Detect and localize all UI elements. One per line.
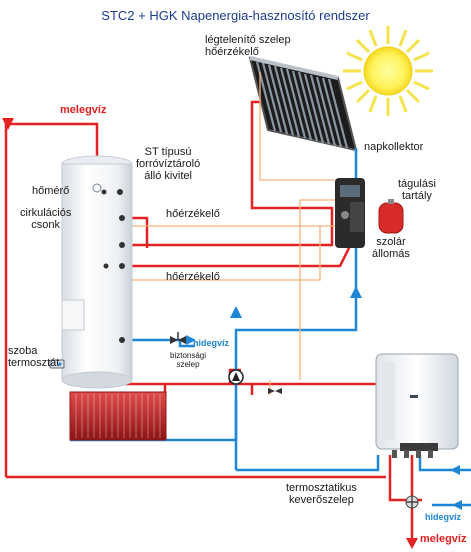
safety-valve-label: biztonsági szelep — [170, 351, 206, 369]
cold-water-arrow-bottom — [452, 500, 462, 510]
mixing-valve-line1: termosztatikus — [286, 482, 357, 494]
tank-label: ST típusú forróvíztároló álló kivitel — [136, 146, 200, 182]
air-valve-label-line1: légtelenítő szelep — [205, 34, 291, 46]
room-thermostat-label: szoba termosztát — [8, 345, 59, 369]
mixing-valve-label: termosztatikus keverőszelep — [286, 482, 357, 506]
safety-valve-line1: biztonsági — [170, 351, 207, 360]
sensor-label-mid: hőérzékelő — [166, 208, 220, 220]
sensor-label-low: hőérzékelő — [166, 271, 220, 283]
collector-label: napkollektor — [364, 141, 424, 153]
safety-valve-line2: szelep — [176, 360, 200, 369]
hot-water-label-top: melegvíz — [60, 104, 107, 116]
boiler — [375, 353, 459, 458]
mixing-valve-line2: keverőszelep — [289, 494, 354, 506]
expansion-tank — [378, 199, 404, 234]
solar-station-line2: állomás — [372, 248, 410, 260]
storage-tank — [61, 155, 133, 389]
sun-icon — [343, 26, 433, 116]
diagram-title: STC2 + HGK Napenergia-hasznosító rendsze… — [101, 8, 370, 23]
room-thermostat-line1: szoba — [8, 345, 38, 357]
safety-valve-icon — [170, 332, 186, 344]
circulation-label-line1: cirkulációs — [20, 207, 72, 219]
solar-station — [335, 178, 365, 248]
circulation-pump-icon — [228, 369, 244, 385]
thermometer-label: hőmérő — [32, 185, 70, 197]
check-valve-icon — [268, 388, 282, 394]
hot-water-label-bottom: melegvíz — [420, 533, 467, 545]
tank-label-line1: ST típusú — [144, 146, 192, 158]
cold-water-label-mid: hidegvíz — [193, 338, 230, 348]
cold-arrows — [186, 286, 460, 475]
solar-station-line1: szolár — [376, 236, 406, 248]
expansion-label-line2: tartály — [401, 190, 432, 202]
expansion-tank-label: tágulási tartály — [398, 178, 436, 202]
cold-water-label-bottom: hidegvíz — [425, 512, 462, 522]
hot-water-arrow-top — [2, 118, 14, 130]
expansion-label-line1: tágulási — [398, 178, 436, 190]
circulation-label: cirkulációs csonk — [20, 207, 71, 231]
circulation-label-line2: csonk — [31, 219, 61, 231]
sensor-wires — [122, 72, 335, 395]
radiator — [69, 391, 167, 441]
solar-station-label: szolár állomás — [372, 236, 410, 260]
tank-label-line3: álló kivitel — [144, 170, 192, 182]
mixing-valve-icon — [405, 495, 419, 509]
hot-water-arrow-bottom — [406, 538, 418, 549]
solar-collector — [248, 56, 358, 152]
air-valve-label: légtelenítő szelep hőérzékelő — [205, 34, 291, 58]
tank-label-line2: forróvíztároló — [136, 158, 201, 170]
room-thermostat-line2: termosztát — [8, 357, 60, 369]
air-valve-label-line2: hőérzékelő — [205, 46, 259, 58]
room-thermostat-icon — [49, 359, 65, 369]
